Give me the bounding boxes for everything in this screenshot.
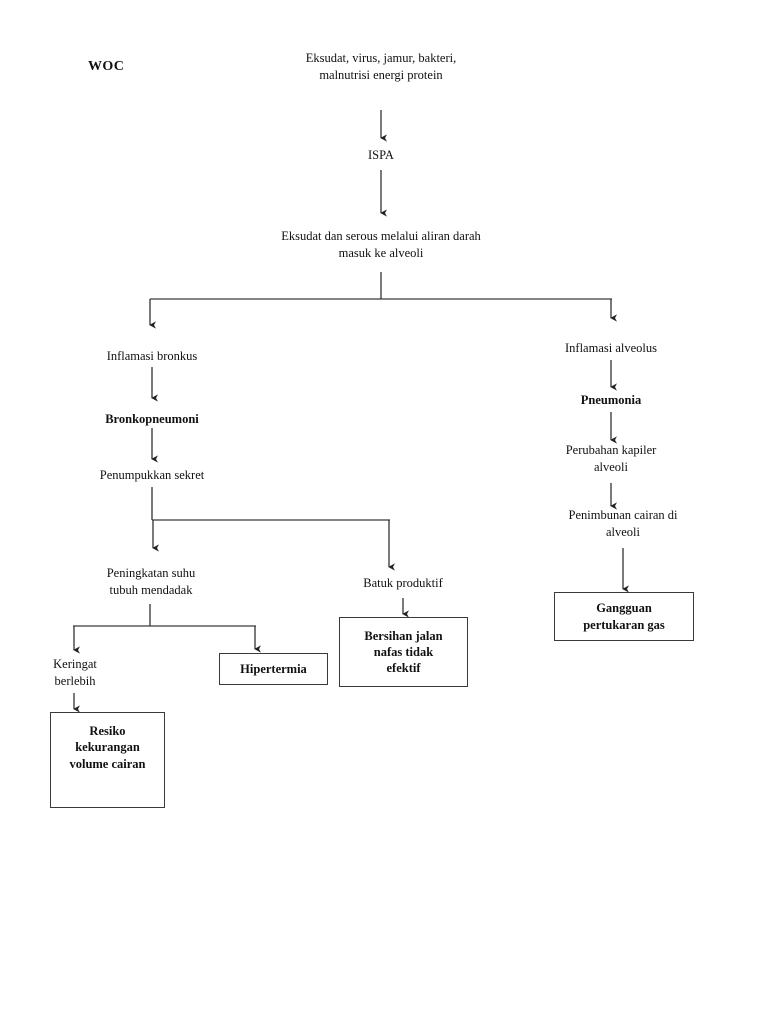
node-pneumonia: Pneumonia: [580, 393, 642, 407]
node-cause: Eksudat, virus, jamur, bakteri, malnutri…: [305, 51, 457, 82]
page-title: WOC: [88, 59, 125, 74]
box-hipertermia[interactable]: Hipertermia: [219, 653, 328, 685]
node-ispa: ISPA: [368, 148, 394, 162]
node-keringat-berlebih: Keringat berlebih: [53, 657, 97, 688]
node-penimbunan-cairan: Penimbunan cairan di alveoli: [568, 508, 678, 539]
node-peningkatan-suhu: Peningkatan suhu tubuh mendadak: [106, 566, 196, 597]
node-perubahan-kapiler: Perubahan kapiler alveoli: [565, 443, 657, 474]
box-resiko-kekurangan-volume-cairan[interactable]: Resiko kekurangan volume cairan: [50, 712, 165, 808]
node-inflamasi-alveolus: Inflamasi alveolus: [565, 341, 657, 355]
node-bronkopneumoni: Bronkopneumoni: [105, 412, 199, 426]
box-gangguan-pertukaran-gas[interactable]: Gangguan pertukaran gas: [554, 592, 694, 641]
box-bersihan-jalan-nafas[interactable]: Bersihan jalan nafas tidak efektif: [339, 617, 468, 687]
node-inflamasi-bronkus: Inflamasi bronkus: [106, 349, 198, 363]
node-batuk-produktif: Batuk produktif: [363, 576, 443, 590]
node-eksudat-serous: Eksudat dan serous melalui aliran darah …: [281, 229, 481, 260]
node-penumpukkan-sekret: Penumpukkan sekret: [99, 468, 205, 482]
